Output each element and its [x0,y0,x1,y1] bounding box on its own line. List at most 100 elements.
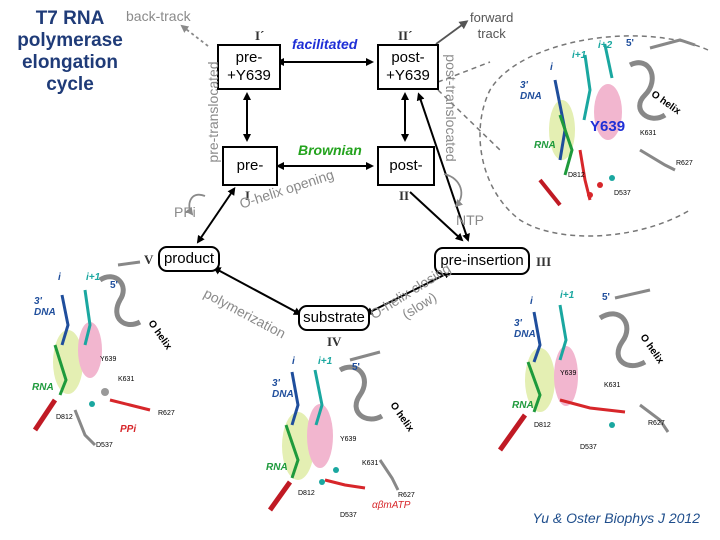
state-product-label: product [163,250,215,267]
tr-label-d812: D812 [568,172,585,179]
state-substrate-box: substrate [298,305,370,331]
tr-label-3prime-line2: DNA [520,91,542,102]
bl-label-d812: D812 [56,414,73,421]
arrow-post-to-pre-insertion [409,191,464,242]
bc-label-3prime-line1: 3' [272,378,280,389]
arrow-post-y639-to-pre-insertion [416,92,470,242]
bl-label-5prime: 5' [110,280,118,291]
state-pre-insertion-roman: III [536,254,552,269]
bl-label-i: i [58,272,61,283]
br-label-3prime-line1: 3' [514,318,522,329]
label-post-translocated: post-translocated [443,54,459,162]
br-label-i: i [530,296,533,307]
tr-label-k631: K631 [640,130,657,137]
tr-label-r627: R627 [676,160,693,167]
bl-label-rna: RNA [32,382,54,393]
bl-label-3prime-line2: DNA [34,307,56,318]
title-line-3: elongation [21,52,119,73]
br-label-y639: Y639 [560,370,577,377]
state-post-box: post- [377,146,435,186]
state-substrate-label: substrate [303,309,365,326]
ntp-binding-arrow [443,173,464,208]
title-line-2: polymerase [17,30,123,51]
arrow-pre-to-product [196,187,236,244]
bl-label-k631: K631 [118,376,135,383]
state-post-y639-line2: +Y639 [386,67,430,84]
bc-label-3prime: 3' DNA [272,378,294,400]
br-label-k631: K631 [604,382,621,389]
tr-label-rna: RNA [534,140,556,151]
bc-label-i-plus-1: i+1 [318,356,333,367]
label-ppi: PPi [174,204,196,220]
state-post-label: post- [389,157,423,174]
state-post-y639-roman: II´ [398,28,413,43]
structure-panel-post-y639 [538,38,696,207]
label-pre-translocated: pre-translocated [205,61,221,163]
label-back-track: back-track [126,8,191,24]
label-ntp: NTP [456,212,484,228]
br-label-i-plus-1: i+1 [560,290,575,301]
state-post-roman: II [399,188,410,203]
bl-label-ppi: PPi [120,424,137,435]
structure-panel-pre-insertion [497,288,670,452]
bl-label-y639: Y639 [100,356,117,363]
structure-panel-substrate [267,350,400,512]
state-pre-y639-line2: +Y639 [227,67,271,84]
tr-label-y639: Y639 [590,118,626,135]
tr-label-i: i [550,62,553,73]
arrow-forward-track [435,20,469,45]
br-label-d812: D812 [534,422,551,429]
citation: Yu & Oster Biophys J 2012 [532,510,700,526]
label-forward-track-line2: track [477,26,506,41]
ppi-release-arrow [185,193,206,216]
bc-label-i: i [292,356,295,367]
state-pre-roman: I [245,188,251,203]
br-label-rna: RNA [512,400,534,411]
state-pre-y639-roman: I´ [255,28,265,43]
bc-label-k631: K631 [362,460,379,467]
arrow-product-to-substrate [212,267,302,315]
arrow-substrate-to-pre-insertion [364,271,452,315]
bc-label-d537: D537 [340,512,357,519]
br-label-3prime: 3' DNA [514,318,536,340]
zoom-callout-circle [479,35,709,237]
title-line-1: T7 RNA [35,8,105,29]
bc-label-d812: D812 [298,490,315,497]
bc-label-y639: Y639 [340,436,357,443]
state-product-box: product [158,246,220,272]
br-label-5prime: 5' [602,292,610,303]
state-pre-insertion-box: pre-insertion [434,247,530,275]
state-post-y639-box: post- +Y639 [377,44,439,90]
br-label-d537: D537 [580,444,597,451]
label-brownian: Brownian [298,142,362,158]
tr-label-i-plus-1: i+1 [572,50,587,61]
state-pre-insertion-label: pre-insertion [440,252,524,269]
structure-panel-product [32,260,151,447]
bl-label-3prime: 3' DNA [34,296,56,318]
tr-label-3prime: 3' DNA [520,80,542,102]
label-forward-track: forward track [470,10,513,42]
bl-label-r627: R627 [158,410,175,417]
tr-label-5prime: 5' [626,38,634,49]
state-substrate-roman: IV [327,334,342,349]
bc-label-abmatp: αβmATP [372,500,411,511]
state-pre-y639-line1: pre- [235,49,263,66]
state-product-roman: V [144,252,154,267]
zoom-callout-line-top [437,61,491,83]
bc-label-5prime: 5' [352,362,360,373]
arrow-back-track [180,24,209,47]
bc-label-3prime-line2: DNA [272,389,294,400]
br-label-3prime-line2: DNA [514,329,536,340]
state-pre-y639-box: pre- +Y639 [217,44,281,90]
state-post-y639-line1: post- [391,49,425,66]
tr-label-i-plus-2: i+2 [598,40,613,51]
title-line-4: cycle [46,74,94,95]
label-facilitated: facilitated [292,36,358,52]
bc-label-rna: RNA [266,462,288,473]
label-forward-track-line1: forward [470,10,514,25]
bc-label-r627: R627 [398,492,415,499]
tr-label-3prime-line1: 3' [520,80,528,91]
state-pre-box: pre- [222,146,278,186]
diagram-title: T7 RNA polymerase elongation cycle [10,8,130,96]
